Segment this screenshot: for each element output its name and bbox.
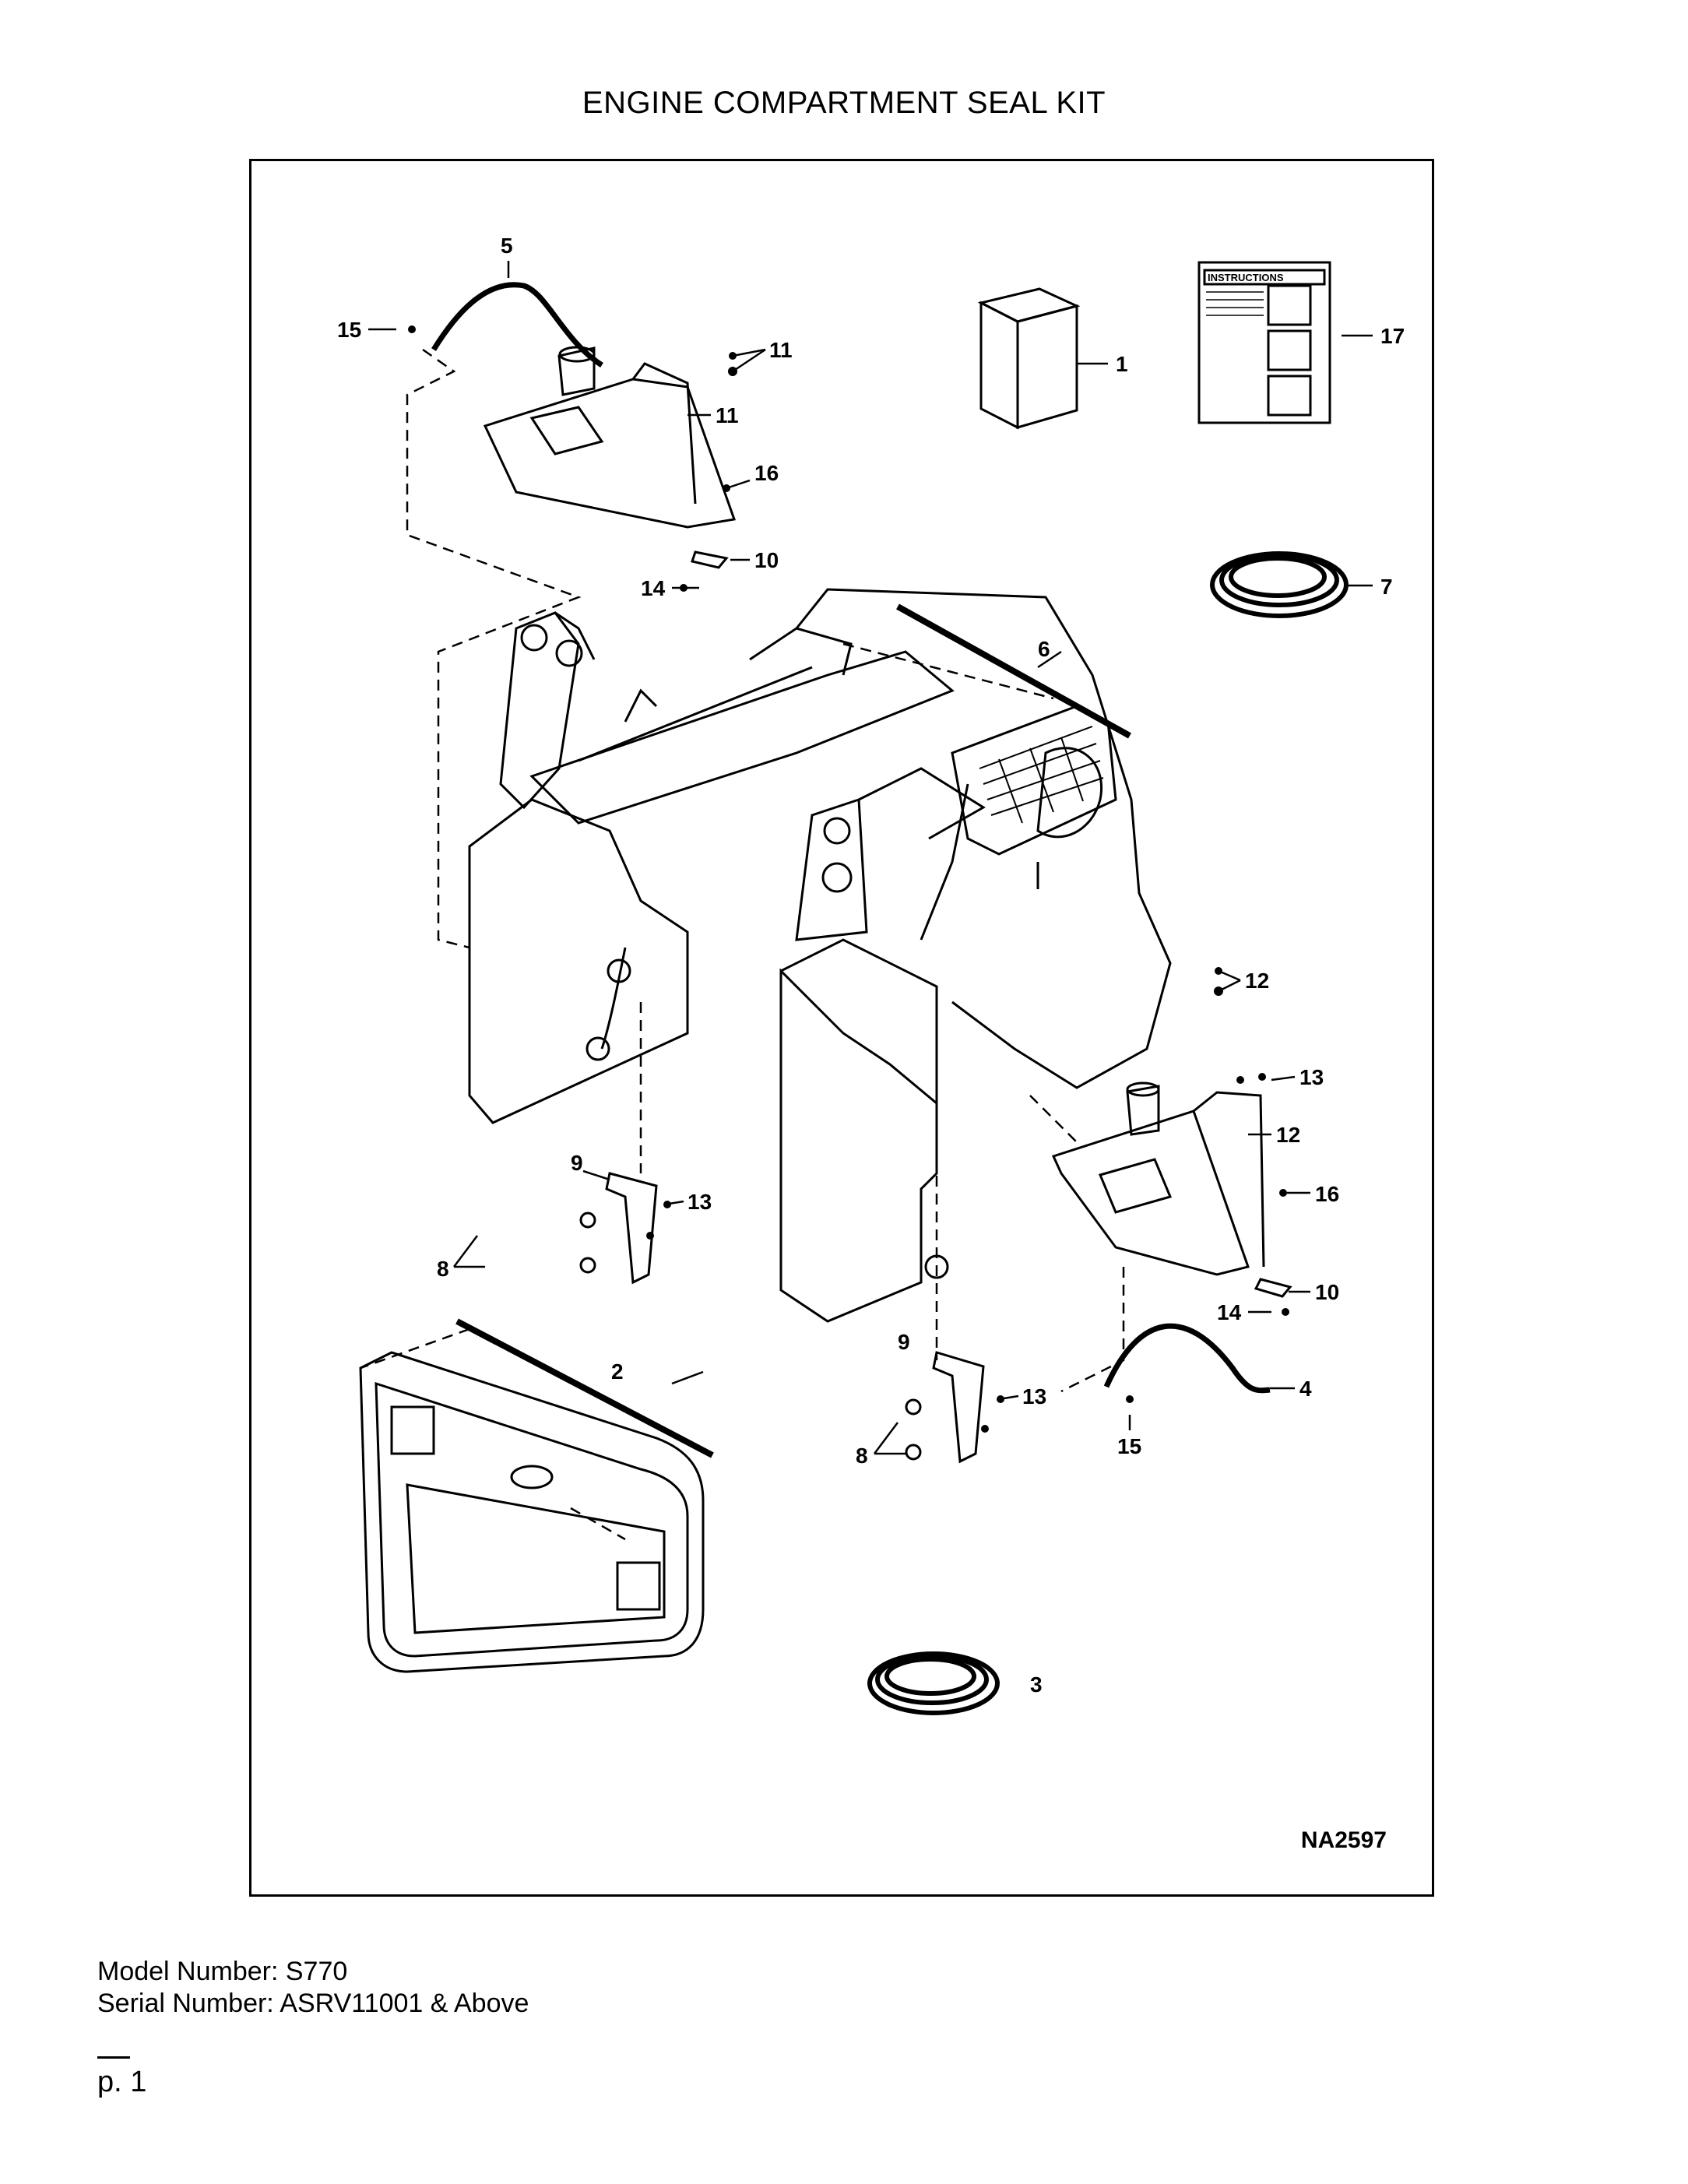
diagram-frame: INSTRUCTIONS 1 17 7 6 5 15 11 11 16 10 1… bbox=[249, 159, 1434, 1897]
callout-7: 7 bbox=[1380, 575, 1393, 599]
part-11-duct bbox=[483, 346, 737, 529]
callout-13-left: 13 bbox=[688, 1190, 712, 1214]
loader-frame bbox=[468, 588, 1172, 1323]
part-10-clip-left bbox=[691, 550, 729, 569]
callout-3: 3 bbox=[1030, 1672, 1043, 1697]
part-4-hose bbox=[1103, 1323, 1271, 1394]
serial-number: Serial Number: ASRV11001 & Above bbox=[97, 1989, 529, 2018]
part-8-clips-right bbox=[905, 1398, 922, 1461]
exploded-parts-diagram: INSTRUCTIONS 1 17 7 6 5 15 11 11 16 10 1… bbox=[337, 234, 1405, 1715]
instructions-sheet-label: INSTRUCTIONS bbox=[1208, 272, 1284, 283]
callout-11-upper: 11 bbox=[769, 338, 793, 362]
callout-15-lower: 15 bbox=[1117, 1434, 1141, 1458]
callout-12-upper: 12 bbox=[1245, 969, 1269, 993]
callout-10-upper: 10 bbox=[754, 548, 779, 572]
page-title: ENGINE COMPARTMENT SEAL KIT bbox=[582, 86, 1106, 120]
part-9-bracket-left bbox=[605, 1172, 658, 1285]
part-12-duct bbox=[1051, 1081, 1265, 1276]
part-8-clips-left bbox=[579, 1212, 596, 1274]
fasteners bbox=[408, 325, 1289, 1433]
callout-17: 17 bbox=[1380, 324, 1405, 348]
callout-16-lower: 16 bbox=[1315, 1182, 1339, 1206]
callout-8-right: 8 bbox=[856, 1444, 868, 1468]
callout-13-lower: 13 bbox=[1022, 1384, 1046, 1409]
callout-10-lower: 10 bbox=[1315, 1280, 1339, 1304]
part-10-clip-right bbox=[1254, 1278, 1292, 1298]
callout-6: 6 bbox=[1038, 637, 1050, 661]
leader-lines bbox=[368, 261, 1373, 1455]
part-17-instructions bbox=[1197, 261, 1331, 424]
callout-13-right: 13 bbox=[1299, 1065, 1324, 1089]
callout-15-upper: 15 bbox=[337, 318, 361, 342]
assembly-lines bbox=[360, 348, 1125, 1541]
page-number: p. 1 bbox=[97, 2066, 147, 2098]
callout-16-upper: 16 bbox=[754, 461, 779, 485]
part-2-strip-seal bbox=[455, 1318, 714, 1458]
part-7-coiled-seal bbox=[1210, 551, 1349, 618]
part-9-bracket-right bbox=[932, 1351, 985, 1464]
callout-5: 5 bbox=[501, 234, 513, 258]
callout-1: 1 bbox=[1116, 352, 1128, 376]
part-3-coiled-seal bbox=[867, 1651, 1000, 1715]
callout-14-upper: 14 bbox=[641, 576, 666, 600]
callout-2: 2 bbox=[611, 1359, 624, 1384]
callout-14-lower: 14 bbox=[1217, 1300, 1242, 1324]
callout-8-left: 8 bbox=[437, 1257, 449, 1281]
callout-9-right: 9 bbox=[898, 1330, 910, 1354]
callout-11-lower: 11 bbox=[716, 403, 739, 427]
model-number: Model Number: S770 bbox=[97, 1957, 348, 1986]
callout-12-lower: 12 bbox=[1276, 1123, 1300, 1147]
callout-labels: 1 17 7 6 5 15 11 11 16 10 14 12 13 12 16… bbox=[337, 234, 1405, 1697]
callout-4: 4 bbox=[1299, 1377, 1312, 1401]
part-5-hose bbox=[431, 282, 603, 368]
part-1-box bbox=[977, 287, 1081, 430]
page-marker-line bbox=[97, 2056, 130, 2059]
engine-access-panel bbox=[359, 1351, 705, 1673]
callout-9-left: 9 bbox=[571, 1151, 583, 1175]
drawing-code: NA2597 bbox=[1300, 1827, 1387, 1853]
